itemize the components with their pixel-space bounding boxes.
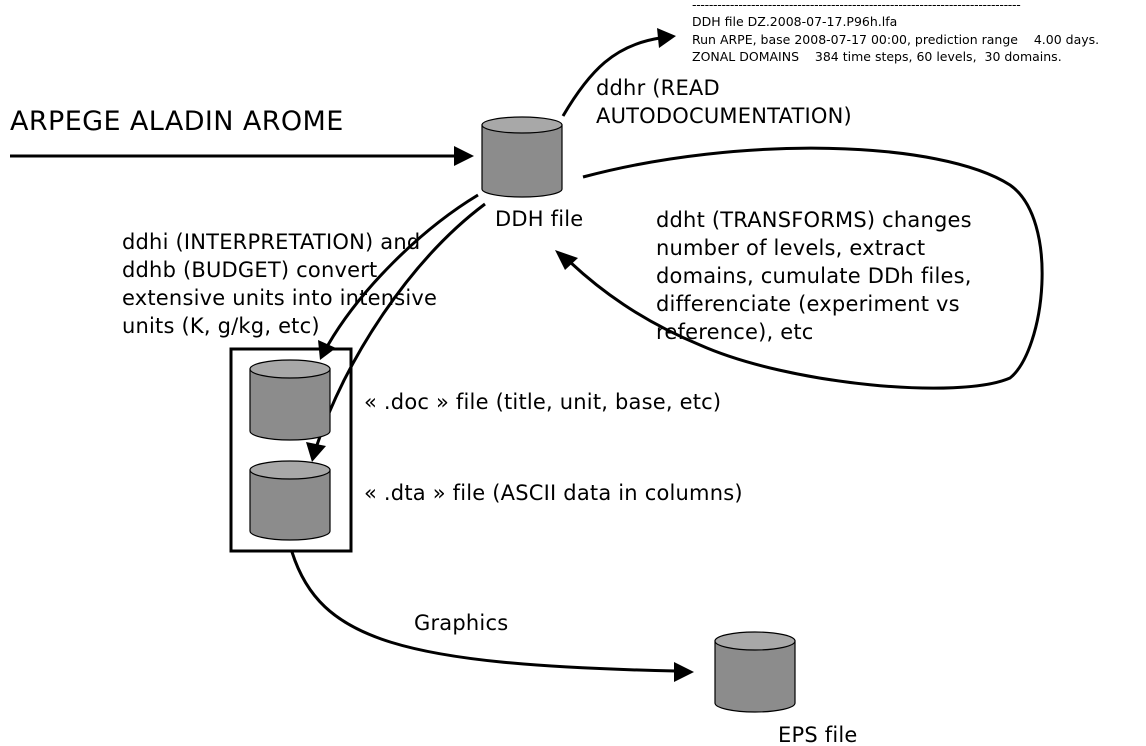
dta-file-cylinder bbox=[249, 460, 331, 541]
graphics-label: Graphics bbox=[414, 611, 509, 635]
interpreted-files-box bbox=[229, 347, 353, 553]
eps-file-label: EPS file bbox=[778, 723, 858, 746]
eps-file-cylinder bbox=[714, 631, 796, 713]
ddh-file-label: DDH file bbox=[495, 207, 584, 231]
autodoc-line-1: DDH file DZ.2008-07-17.P96h.lfa bbox=[692, 14, 898, 29]
autodoc-separator: ----------------------------------------… bbox=[692, 0, 1021, 12]
ddht-label: ddht (TRANSFORMS) changes number of leve… bbox=[656, 208, 972, 344]
doc-file-cylinder bbox=[249, 359, 331, 441]
ddhr-label: ddhr (READ AUTODOCUMENTATION) bbox=[596, 76, 852, 128]
ddht-loop-arrow bbox=[555, 146, 1044, 390]
ddh-file-cylinder bbox=[481, 116, 563, 198]
input-arrow bbox=[10, 146, 474, 166]
model-names-title: ARPEGE ALADIN AROME bbox=[10, 106, 344, 137]
dta-file-label: « .dta » file (ASCII data in columns) bbox=[364, 481, 743, 505]
graphics-arrow bbox=[290, 551, 694, 682]
autodoc-line-2: Run ARPE, base 2008-07-17 00:00, predict… bbox=[692, 32, 1100, 47]
doc-file-label: « .doc » file (title, unit, base, etc) bbox=[364, 390, 722, 414]
ddhr-arrow bbox=[561, 28, 676, 117]
ddhi-ddhb-label: ddhi (INTERPRETATION) and ddhb (BUDGET) … bbox=[122, 230, 438, 338]
autodoc-line-3: ZONAL DOMAINS 384 time steps, 60 levels,… bbox=[692, 49, 1062, 64]
